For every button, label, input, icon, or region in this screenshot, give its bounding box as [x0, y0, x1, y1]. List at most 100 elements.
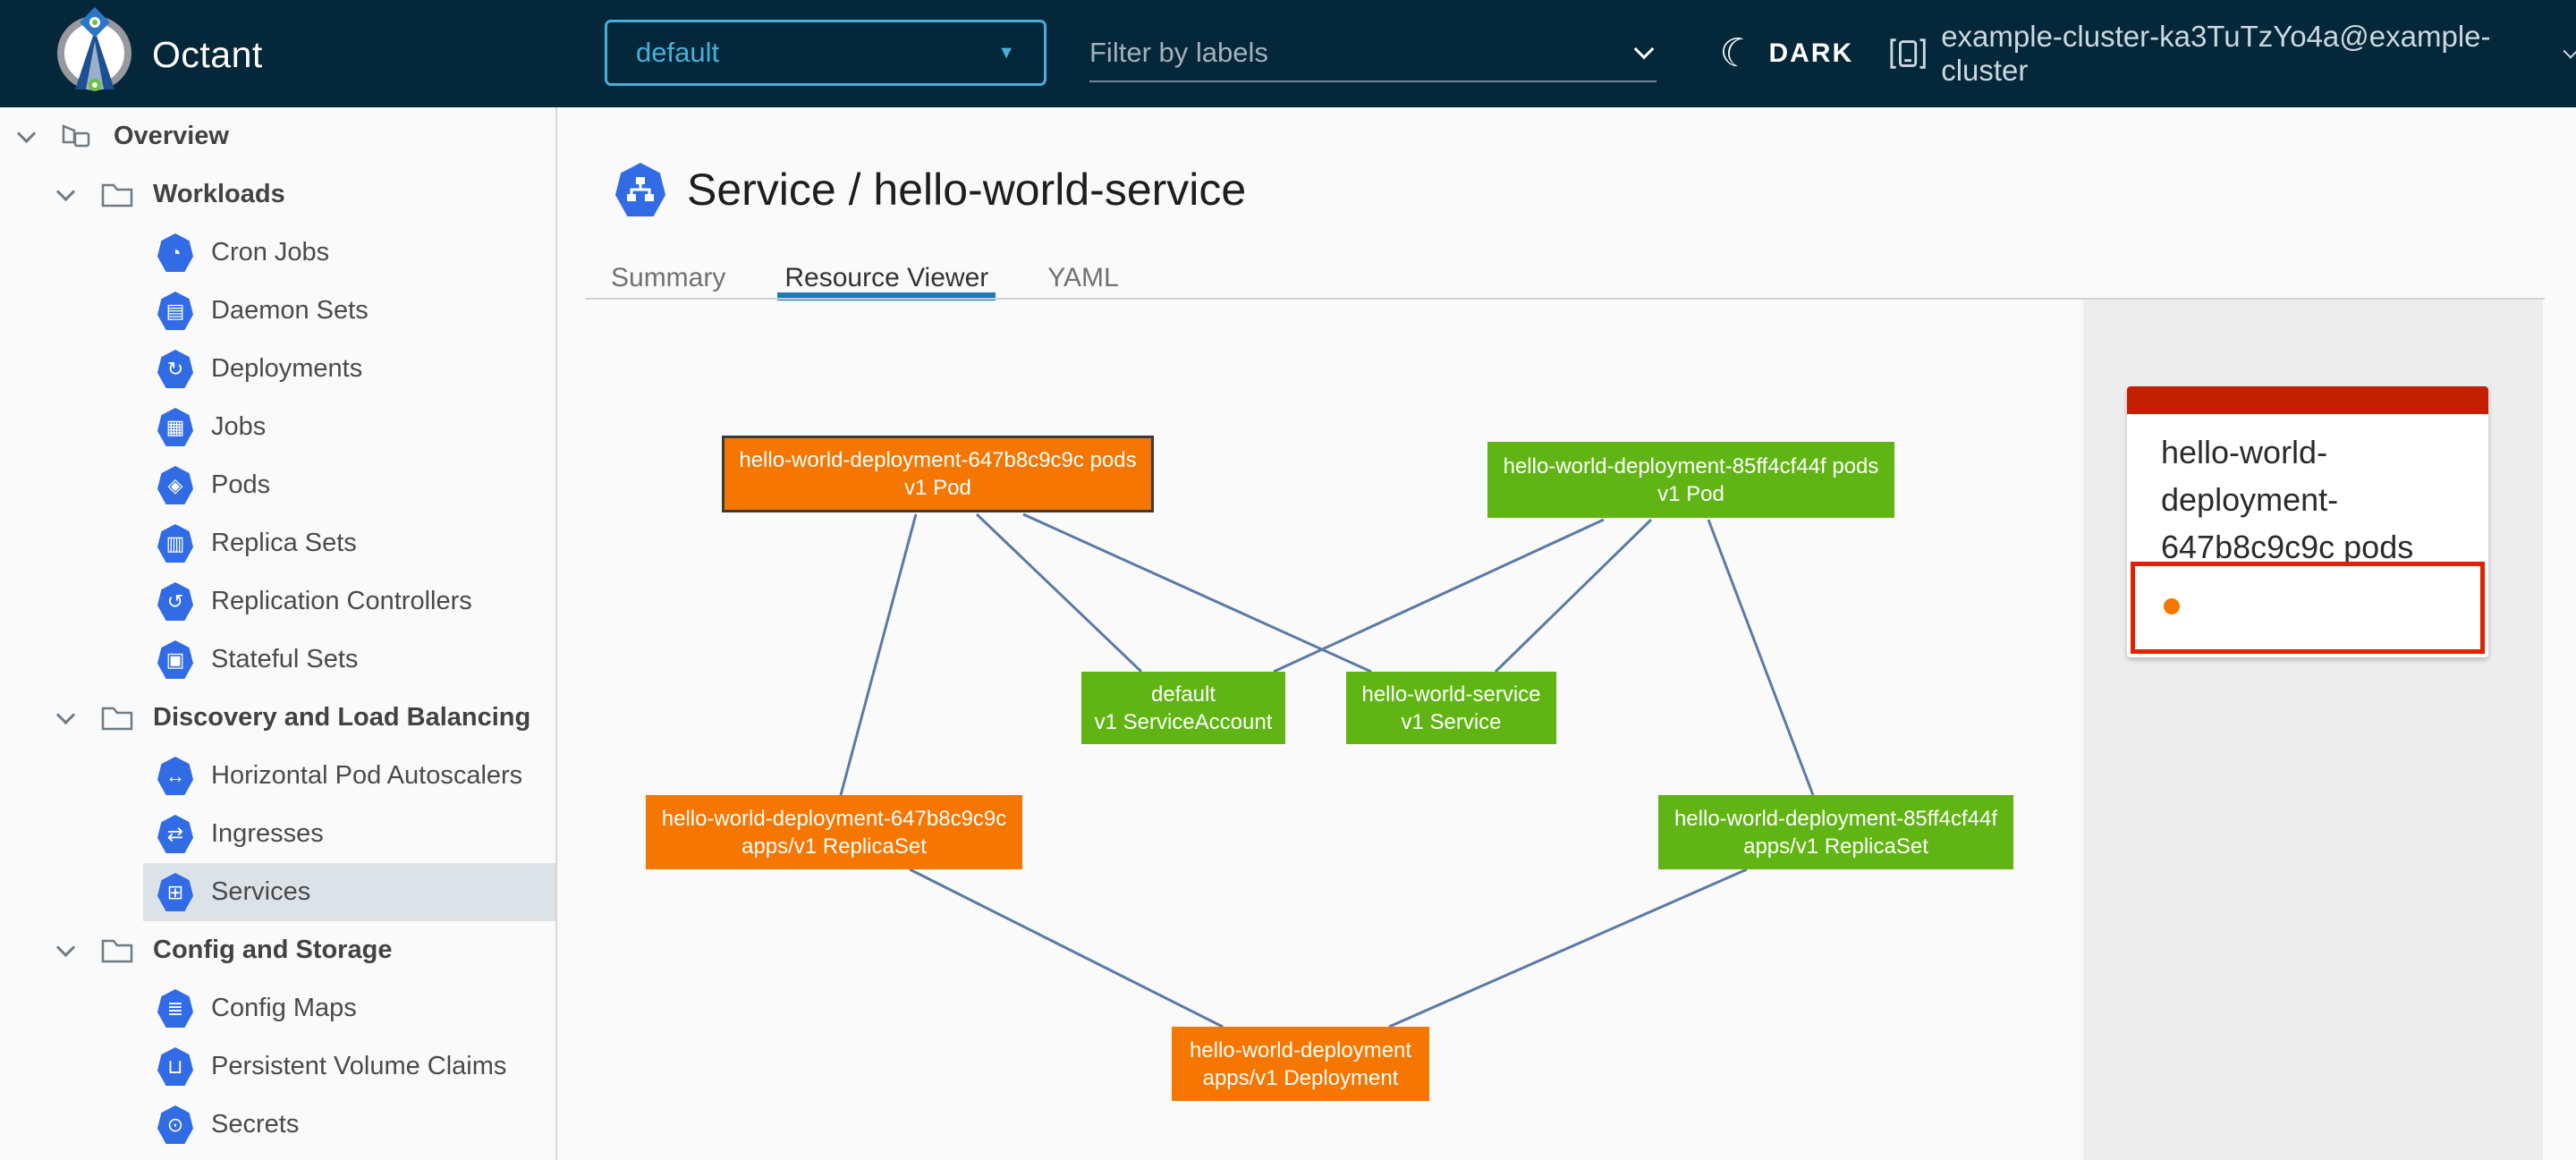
graph-edge: [1273, 518, 1605, 673]
node-name: hello-world-deployment-85ff4cf44f pods: [1503, 453, 1879, 478]
label-filter-input[interactable]: [1089, 37, 1637, 69]
sidebar-item-label: Services: [211, 877, 311, 906]
applications-icon: [60, 121, 94, 153]
dropdown-caret-icon: ▼: [997, 42, 1015, 63]
chevron-down-icon[interactable]: [1633, 38, 1655, 60]
sidebar-item-label: Persistent Volume Claims: [211, 1052, 507, 1080]
pods-icon: ◈: [157, 466, 193, 504]
sidebar-item-workloads[interactable]: Workloads: [0, 165, 555, 224]
daemon-sets-icon: ▤: [157, 292, 193, 330]
cluster-icon: [1890, 38, 1926, 69]
sidebar-item-ingresses[interactable]: ⇄Ingresses: [0, 805, 555, 863]
horizontal-pod-autoscalers-icon: ↔: [157, 757, 193, 795]
sidebar-item-replica-sets[interactable]: ▥ Replica Sets: [0, 514, 555, 572]
sidebar-item-config-maps[interactable]: ≣ Config Maps: [0, 979, 555, 1037]
dark-theme-label: DARK: [1768, 38, 1854, 68]
replication-controllers-icon: ↺: [157, 582, 193, 621]
node-name: hello-world-deployment-647b8c9c9c: [661, 806, 1007, 831]
tab-summary[interactable]: Summary: [611, 262, 726, 292]
sidebar-item-services[interactable]: ⊞ Services: [0, 863, 555, 921]
sidebar-item-jobs[interactable]: ▦Jobs: [0, 398, 555, 456]
details-panel: hello-world-deployment-647b8c9c9c pods: [2083, 300, 2543, 1160]
graph-edge: [909, 868, 1224, 1029]
tab-yaml[interactable]: YAML: [1047, 262, 1119, 292]
header-bar: Octant default ▼ ☾ DARK example-cluster-…: [0, 0, 2576, 107]
sidebar-item-label: Config Maps: [211, 994, 357, 1022]
sidebar-item-label: Secrets: [211, 1110, 300, 1139]
sidebar-item-label: Workloads: [153, 180, 285, 208]
tab-divider: [586, 298, 2545, 300]
graph-edge: [975, 512, 1143, 673]
replica-sets-icon: ▥: [157, 524, 193, 563]
node-name: hello-world-deployment: [1189, 1037, 1412, 1063]
node-name: hello-world-service: [1361, 682, 1541, 707]
sidebar-item-label: Pods: [211, 470, 271, 499]
sidebar-item-label: Replica Sets: [211, 529, 357, 557]
sidebar-item-stateful-sets[interactable]: ▣ Stateful Sets: [0, 631, 555, 689]
sidebar-item-label: Replication Controllers: [211, 587, 472, 615]
node-kind: v1 ServiceAccount: [1094, 709, 1273, 734]
sidebar-item-overview[interactable]: Overview: [0, 107, 555, 165]
sidebar-item-secrets[interactable]: ⊙ Secrets: [0, 1096, 555, 1154]
graph-edge: [1022, 512, 1372, 673]
sidebar-item-label: Daemon Sets: [211, 296, 369, 325]
sidebar-item-label: Stateful Sets: [211, 645, 359, 673]
cluster-context-selector[interactable]: example-cluster-ka3TuTzYo4a@example-clus…: [1889, 20, 2576, 87]
folder-icon: [101, 705, 133, 732]
sidebar-item-label: Deployments: [211, 354, 363, 383]
node-kind: v1 Service: [1401, 709, 1502, 734]
graph-node-replicaset-647b8c9c9c[interactable]: hello-world-deployment-647b8c9c9c apps/v1…: [646, 795, 1022, 869]
card-selection-box: [2131, 562, 2485, 654]
dark-theme-toggle[interactable]: ☾ DARK: [1715, 27, 1854, 80]
tab-resource-viewer[interactable]: Resource Viewer: [777, 256, 996, 301]
service-kind-icon: [615, 163, 665, 216]
sidebar-item-persistent-volume-claims[interactable]: ⊔ Persistent Volume Claims: [0, 1037, 555, 1096]
moon-icon: ☾: [1715, 28, 1759, 79]
cluster-context-label: example-cluster-ka3TuTzYo4a@example-clus…: [1941, 20, 2491, 87]
folder-icon: [101, 937, 133, 964]
sidebar-item-discovery-and-load-balancing[interactable]: Discovery and Load Balancing: [0, 689, 555, 747]
config-maps-icon: ≣: [157, 989, 193, 1028]
page-title: Service / hello-world-service: [615, 163, 1246, 216]
services-icon: ⊞: [157, 873, 193, 911]
sidebar-item-replication-controllers[interactable]: ↺ Replication Controllers: [0, 572, 555, 631]
sidebar-item-label: Cron Jobs: [211, 238, 330, 267]
chevron-down-icon[interactable]: [55, 182, 76, 202]
persistent-volume-claims-icon: ⊔: [157, 1047, 193, 1086]
node-kind: apps/v1 ReplicaSet: [741, 834, 927, 859]
sidebar-item-cron-jobs[interactable]: ◔ Cron Jobs: [0, 224, 555, 282]
ingresses-icon: ⇄: [157, 815, 193, 853]
graph-edge: [1707, 519, 1815, 796]
sidebar-item-deployments[interactable]: ↻Deployments: [0, 340, 555, 398]
folder-icon: [101, 182, 133, 208]
label-filter: [1089, 25, 1657, 82]
graph-node-pod-85ff4cf44f[interactable]: hello-world-deployment-85ff4cf44f pods v1…: [1487, 442, 1894, 518]
card-status-bar: [2127, 386, 2488, 414]
sidebar-item-label: Discovery and Load Balancing: [153, 703, 531, 732]
sidebar-item-label: Overview: [114, 122, 229, 150]
namespace-dropdown-value: default: [636, 37, 720, 68]
chevron-down-icon[interactable]: [55, 705, 76, 725]
node-kind: v1 Pod: [1657, 481, 1724, 506]
jobs-icon: ▦: [157, 408, 193, 446]
sidebar-item-pods[interactable]: ◈ Pods: [0, 456, 555, 514]
chevron-down-icon[interactable]: [16, 123, 37, 144]
sidebar-item-daemon-sets[interactable]: ▤ Daemon Sets: [0, 282, 555, 340]
sidebar-item-horizontal-pod-autoscalers[interactable]: ↔Horizontal Pod Autoscalers: [0, 747, 555, 805]
node-kind: apps/v1 Deployment: [1202, 1065, 1399, 1090]
card-title: hello-world-deployment-647b8c9c9c pods: [2161, 434, 2414, 565]
node-kind: apps/v1 ReplicaSet: [1743, 834, 1928, 859]
cron-jobs-icon: ◔: [157, 233, 193, 272]
sidebar-item-config-and-storage[interactable]: Config and Storage: [0, 921, 555, 979]
namespace-dropdown[interactable]: default ▼: [605, 20, 1046, 86]
secrets-icon: ⊙: [157, 1105, 193, 1144]
stateful-sets-icon: ▣: [157, 640, 193, 679]
chevron-down-icon[interactable]: [55, 937, 76, 958]
node-name: hello-world-deployment-647b8c9c9c pods: [739, 448, 1137, 472]
